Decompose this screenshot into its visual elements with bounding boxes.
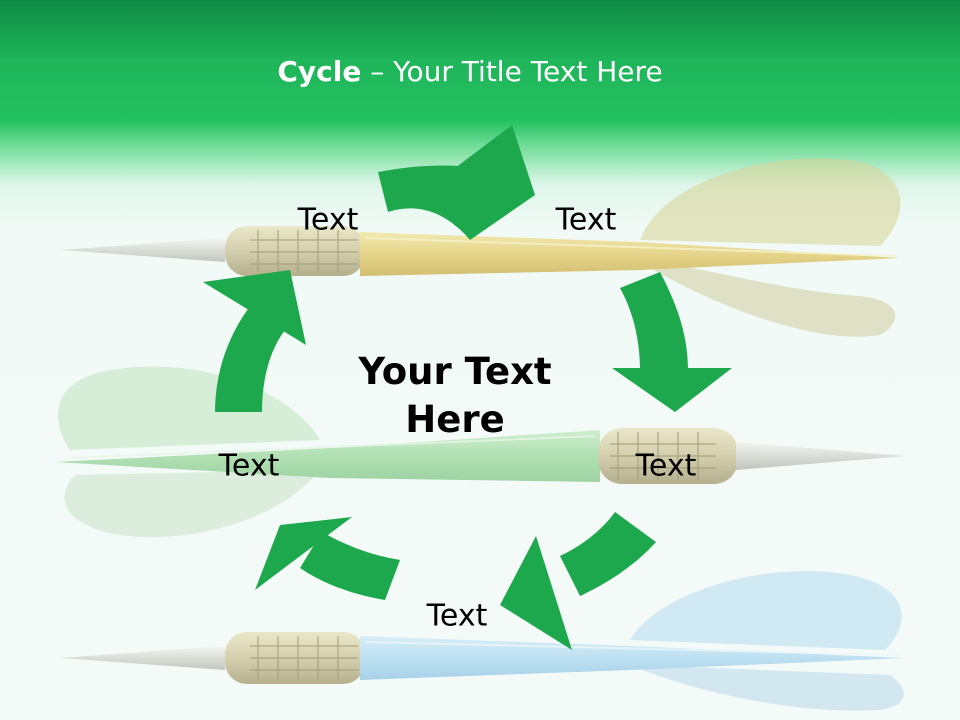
center-text-line2: Here xyxy=(405,398,505,441)
cycle-arrow-left-head xyxy=(203,270,306,345)
dart-yellow-graphic xyxy=(60,158,901,337)
cycle-arrow-right-lower-head xyxy=(500,536,572,650)
cycle-label-top-right: Text xyxy=(555,202,617,238)
dart-green-graphic xyxy=(55,366,905,538)
cycle-arrow-right-upper xyxy=(620,272,688,370)
cycle-label-top-left: Text xyxy=(297,202,359,238)
title-rest: – Your Title Text Here xyxy=(361,55,663,88)
cycle-arrow-right-upper-head xyxy=(612,368,732,412)
cycle-label-bottom: Text xyxy=(426,598,488,634)
cycle-arrow-right-lower xyxy=(560,512,656,596)
cycle-arrow-left-lower-head xyxy=(255,517,352,590)
cycle-arrow-top xyxy=(378,165,480,240)
dart-blue-graphic xyxy=(60,571,905,711)
slide-title: Cycle – Your Title Text Here xyxy=(0,55,940,88)
cycle-arrow-left-lower xyxy=(300,532,400,600)
cycle-label-right: Text xyxy=(635,448,697,484)
title-bold: Cycle xyxy=(277,55,362,88)
cycle-arrow-left xyxy=(215,300,285,412)
cycle-label-left: Text xyxy=(218,448,280,484)
center-text-line1: Your Text xyxy=(358,350,552,393)
cycle-arrow-top-head xyxy=(455,125,535,240)
center-text: Your Text Here xyxy=(325,348,585,444)
